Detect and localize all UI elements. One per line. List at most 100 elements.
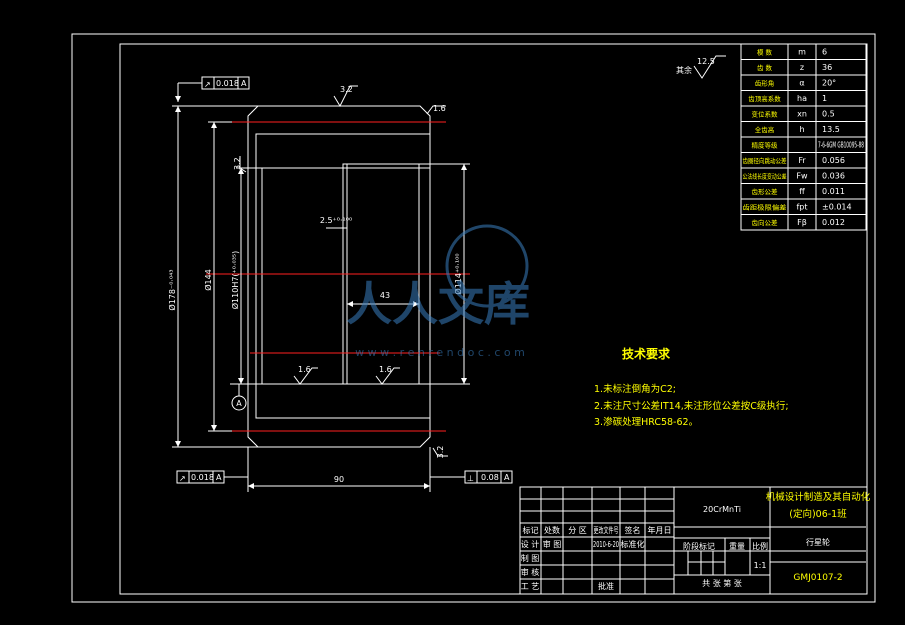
tb-school-1: 机械设计制造及其自动化	[766, 491, 871, 503]
watermark-url: w w w . r e n r e n d o c . c o m	[355, 346, 525, 359]
dim-groove-depth: 2.5⁺⁰·¹⁰⁰	[320, 216, 352, 225]
gtol-top-val: 0.018	[216, 79, 239, 88]
param-name: 齿圈径向跳动公差	[743, 156, 787, 165]
watermark: 人人文库 w w w . r e n r e n d o c . c o m	[346, 224, 530, 359]
gtol-top-ref: A	[241, 79, 247, 88]
roughness-note-value: 12.5	[697, 57, 715, 66]
param-name: 齿 数	[757, 63, 773, 72]
tb-label-scale: 比例	[752, 541, 768, 551]
tb-material: 20CrMnTi	[703, 505, 741, 514]
param-symbol: h	[799, 125, 804, 134]
row-label: 工 艺	[521, 582, 540, 591]
param-name: 齿形角	[755, 78, 775, 87]
param-value: 20°	[822, 78, 836, 87]
dim-dia-144: Ø144	[203, 269, 213, 291]
roughness-symbols	[239, 85, 448, 457]
tech-req-item-2: 2.未注尺寸公差IT14,未注形位公差按C级执行;	[594, 400, 789, 412]
dim-width: 90	[334, 475, 344, 484]
roughness-note-symbol	[693, 55, 726, 79]
param-value: 13.5	[822, 125, 840, 134]
param-name: 齿顶高系数	[748, 94, 781, 103]
row-label: 制 图	[521, 553, 540, 563]
rough-top: 3.2	[340, 85, 353, 94]
param-value: 6	[822, 47, 827, 56]
param-symbol: m	[798, 47, 806, 56]
param-value: 0.012	[822, 218, 845, 227]
dim-groove-width: 43	[380, 291, 390, 300]
gtol-frame-top	[175, 76, 250, 102]
gtol-frame-bottom-right	[430, 470, 513, 484]
tb-label-sheets: 共 张 第 张	[702, 578, 742, 588]
tb-school-2: (定向)06-1班	[789, 508, 847, 520]
param-symbol: xn	[797, 109, 807, 118]
param-name: 模 数	[757, 47, 773, 56]
gtol-br-sym: ⊥	[467, 474, 474, 483]
gtol-bl-sym: ↗	[179, 474, 186, 483]
param-symbol: fpt	[796, 202, 807, 211]
tech-req-item-3: 3.渗碳处理HRC58-62。	[594, 416, 698, 428]
dim-dia-bore: Ø110H7(⁺⁰·⁰³⁵)	[230, 251, 240, 310]
tech-req-item-1: 1.未标注倒角为C2;	[594, 383, 676, 395]
watermark-text: 人人文库	[346, 277, 530, 331]
rev-header: 分 区	[568, 526, 587, 535]
param-symbol: ha	[797, 94, 807, 103]
param-value: 0.056	[822, 156, 845, 165]
param-name: 齿距极限偏差	[743, 202, 788, 211]
param-symbol: Fβ	[797, 218, 807, 227]
gtol-br-ref: A	[504, 473, 510, 482]
param-value: 0.5	[822, 109, 835, 118]
rough-right: 1.6	[433, 104, 446, 113]
dim-dia-outer: Ø178⁻⁰·⁰⁴³	[167, 269, 177, 310]
tb-drawing-no: GMJ0107-2	[793, 573, 842, 583]
tb-part-name: 行星轮	[806, 537, 830, 547]
rough-bottom-2: 1.6	[379, 365, 392, 374]
tb-scale: 1:1	[754, 561, 767, 570]
row2-cell: 审 图	[543, 539, 562, 549]
rev-header: 标记	[523, 525, 539, 535]
rough-bottom-right: 3.2	[436, 446, 445, 459]
param-value: ±0.014	[822, 202, 852, 211]
row2-cell: 标准化	[621, 539, 645, 549]
param-name: 公法线长度变动公差	[743, 171, 787, 180]
row-label: 设 计	[521, 539, 540, 549]
rough-bottom-1: 1.6	[298, 365, 311, 374]
tech-req-title: 技术要求	[622, 346, 671, 361]
param-name: 齿形公差	[752, 187, 779, 196]
rough-left: 3.2	[233, 157, 242, 170]
param-symbol: Fr	[798, 156, 806, 165]
gear-section-view	[206, 105, 470, 448]
gtol-bl-ref: A	[216, 473, 222, 482]
param-value: 0.036	[822, 171, 845, 180]
gtol-frame-bottom-left	[176, 470, 248, 484]
gtol-br-val: 0.08	[481, 473, 499, 482]
param-value: 1	[822, 94, 827, 103]
dim-dia-114: Ø114⁺⁰·¹⁰⁰	[453, 253, 463, 294]
param-value: 0.011	[822, 187, 845, 196]
dimension-lines	[172, 105, 470, 492]
param-symbol: ff	[799, 187, 805, 196]
param-symbol: Fw	[796, 171, 808, 180]
row-label: 审 核	[521, 567, 540, 577]
title-block	[519, 486, 868, 595]
tb-label-stage: 阶段标记	[683, 541, 715, 551]
inner-frame	[119, 43, 868, 595]
roughness-note-prefix: 其余	[676, 65, 692, 75]
gtol-top-sym: ↗	[204, 80, 211, 89]
gtol-bl-val: 0.018	[191, 473, 214, 482]
rev-header: 处数	[544, 525, 560, 535]
param-value: 36	[822, 63, 832, 72]
param-name: 齿向公差	[752, 218, 779, 227]
hatch-upper	[255, 133, 431, 169]
rev-header: 签名	[625, 525, 641, 535]
param-name: 精度等级	[752, 140, 779, 149]
rev-header: 年月日	[648, 525, 672, 535]
row2-cell: 2010-6-20	[593, 540, 619, 549]
hatch-lower	[255, 383, 431, 419]
param-name: 全齿高	[755, 125, 775, 134]
datum-a	[230, 383, 250, 411]
tb-label-weight: 重量	[729, 541, 745, 551]
param-symbol: z	[800, 63, 804, 72]
outer-frame	[71, 33, 876, 603]
